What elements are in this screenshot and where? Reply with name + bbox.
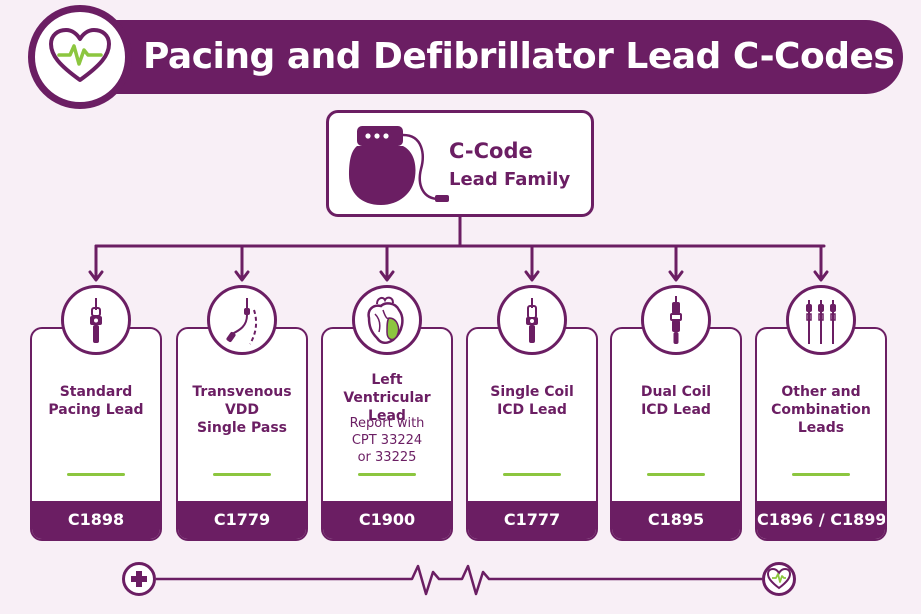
lead-card-title-line: ICD Lead — [497, 402, 567, 418]
connector-arrow-4 — [524, 270, 540, 282]
header-badge — [28, 5, 132, 109]
single-coil-lead-icon — [526, 298, 538, 343]
lead-card-title-line: Dual Coil — [640, 384, 712, 400]
lead-card-icon-badge — [786, 285, 856, 355]
lead-card-icon-badge — [641, 285, 711, 355]
lead-card-note-line: CPT 33224 — [351, 433, 423, 448]
dual-coil-lead-icon — [670, 296, 682, 344]
lead-card-note-line: Report with — [349, 416, 425, 431]
page-title: Pacing and Defibrillator Lead C-Codes — [143, 36, 895, 77]
lead-card-code: C1898 — [32, 501, 160, 539]
pacemaker-icon — [349, 126, 449, 205]
lead-card-title-line: Other and — [781, 384, 861, 400]
lead-card-note-line: or 33225 — [357, 450, 417, 465]
lead-card-icon-badge — [207, 285, 277, 355]
connector-arrow-2 — [234, 270, 250, 282]
heart-icon — [367, 296, 404, 344]
root-node: C-Code Lead Family — [326, 110, 594, 217]
lead-card-code: C1900 — [323, 501, 451, 539]
lead-card-accent — [358, 473, 416, 476]
standard-lead-icon — [90, 298, 102, 343]
connector-arrow-1 — [88, 270, 104, 282]
lead-card-code: C1777 — [468, 501, 596, 539]
lead-card-accent — [792, 473, 850, 476]
lead-card-title-line: Pacing Lead — [48, 402, 144, 418]
lead-card-title-line: ICD Lead — [641, 402, 711, 418]
root-title: C-Code — [449, 139, 533, 163]
lead-card-icon-badge — [352, 285, 422, 355]
multi-lead-icon — [806, 300, 836, 344]
lead-card-title-line: Combination — [771, 402, 871, 418]
header-bar — [60, 20, 903, 94]
lead-card-accent — [213, 473, 271, 476]
lead-card-title-line: Single Pass — [196, 420, 288, 436]
lead-card-title-line: Standard — [59, 384, 133, 400]
lead-card-icon-badge — [497, 285, 567, 355]
heart-pulse-icon — [766, 567, 792, 590]
lead-card-title-line: VDD — [224, 402, 260, 418]
lead-card-code: C1779 — [178, 501, 306, 539]
lead-card-accent — [503, 473, 561, 476]
medical-plus-icon — [131, 571, 147, 587]
lead-card-code: C1896 / C1899 — [757, 501, 885, 539]
connector-arrow-3 — [379, 270, 395, 282]
lead-card-icon-badge — [61, 285, 131, 355]
lead-card-title-line: Left Ventricular — [343, 372, 431, 406]
lead-card-code: C1895 — [612, 501, 740, 539]
transvenous-lead-icon — [226, 298, 258, 345]
lead-card-title-line: Transvenous — [192, 384, 292, 400]
footer-plus-badge — [122, 562, 156, 596]
root-subtitle: Lead Family — [449, 169, 571, 190]
lead-card-title-line: Lead — [368, 408, 406, 424]
footer-heart-badge — [762, 562, 796, 596]
lead-card-title-line: Single Coil — [490, 384, 574, 400]
lead-card-title-line: Leads — [797, 420, 845, 436]
connector-arrow-5 — [668, 270, 684, 282]
heart-pulse-icon — [49, 28, 111, 82]
lead-card-accent — [647, 473, 705, 476]
connector-arrow-6 — [813, 270, 829, 282]
lead-card-accent — [67, 473, 125, 476]
